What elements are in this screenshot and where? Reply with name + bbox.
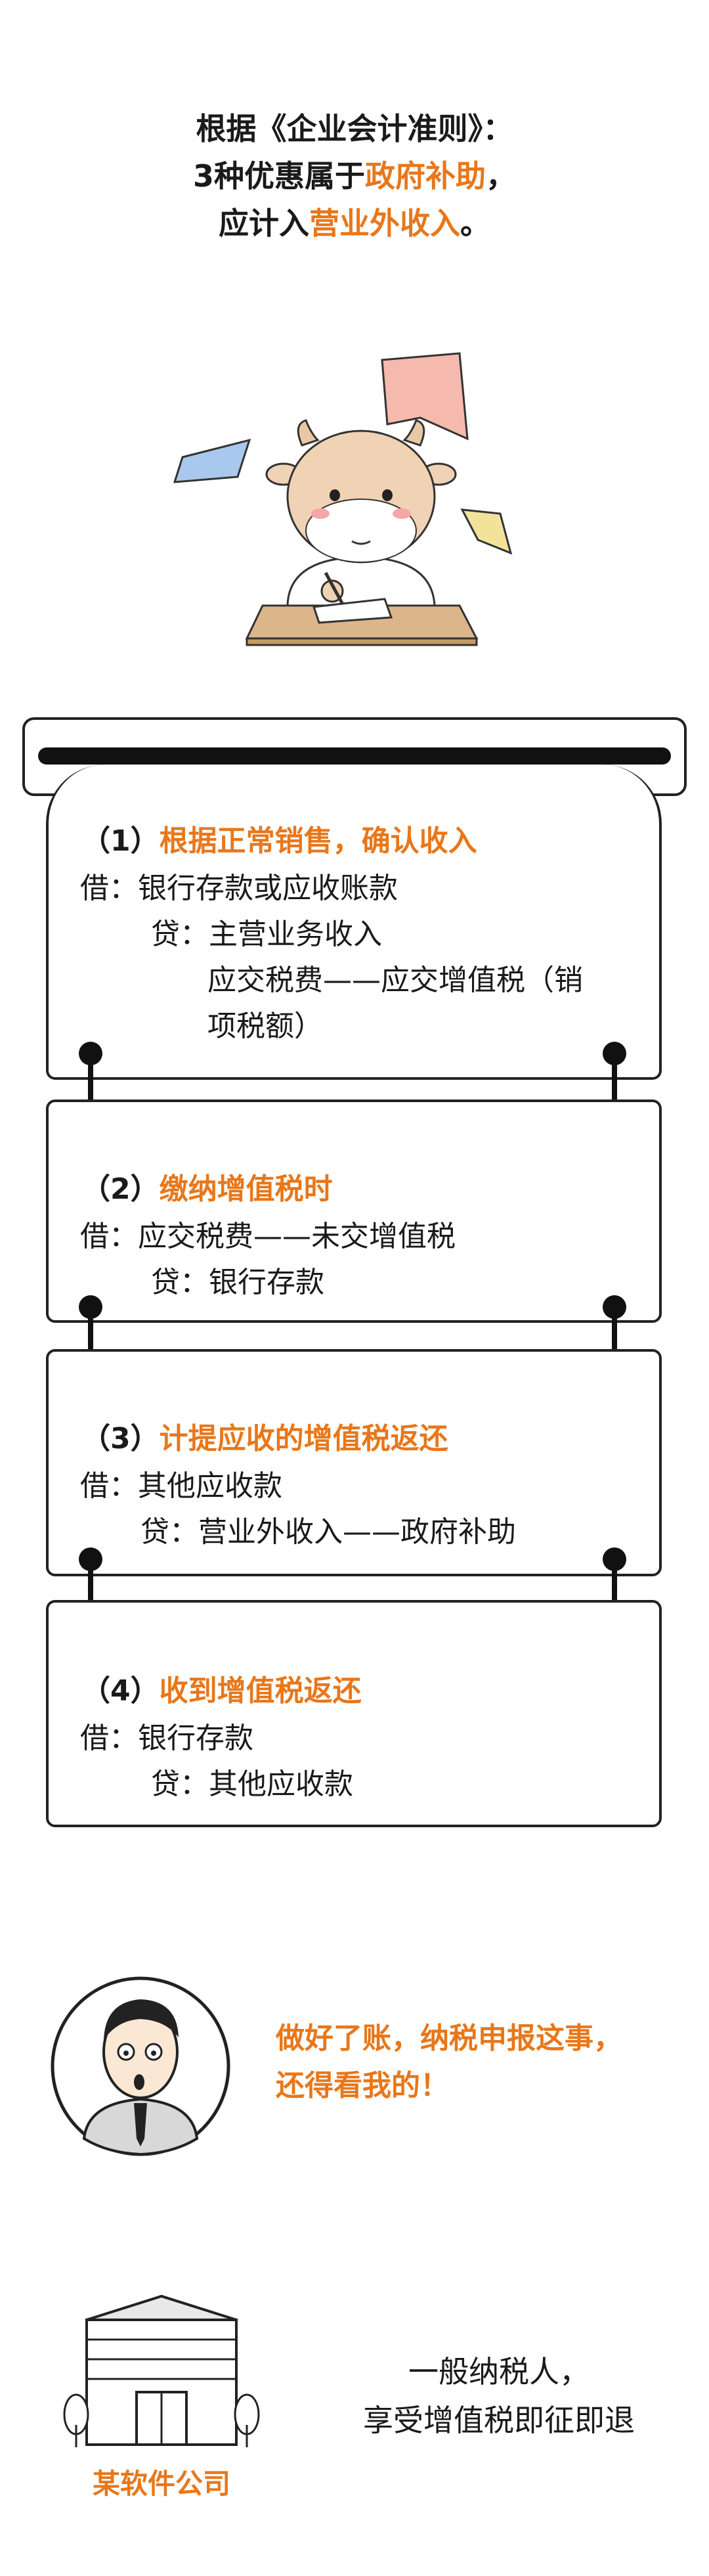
tax-advisor-avatar: [51, 1976, 230, 2156]
company-description: 一般纳税人， 享受增值税即征即退: [328, 2347, 670, 2445]
company-description-line-2: 享受增值税即征即退: [363, 2403, 635, 2438]
journal-entry-card-1: （1）根据正常销售，确认收入 借：银行存款或应收账款 贷：主营业务收入 应交税费…: [46, 765, 662, 1080]
entry-4-heading: （4）收到增值税返还: [81, 1674, 362, 1708]
entry-2-credit: 贷：银行存款: [151, 1266, 324, 1299]
entry-1-credit-tax: 应交税费——应交增值税（销: [207, 964, 583, 997]
journal-entry-card-2: （2）缴纳增值税时 借：应交税费——未交增值税 贷：银行存款: [46, 1099, 662, 1323]
company-description-line-1: 一般纳税人，: [408, 2354, 590, 2389]
entry-1-debit: 借：银行存款或应收账款: [80, 872, 398, 905]
connector-chain: [612, 1307, 617, 1375]
connector-chain: [612, 1054, 617, 1127]
intro-line-1: 根据《企业会计准则》：: [196, 111, 513, 146]
journal-entry-card-4: （4）收到增值税返还 借：银行存款 贷：其他应收款: [46, 1600, 662, 1827]
flying-invoice-icon: [173, 438, 251, 483]
entry-1-credit-tax-cont: 项税额）: [207, 1010, 323, 1043]
flying-paper-icon: [381, 352, 469, 441]
intro-line-2: 3种优惠属于政府补助，: [192, 158, 516, 194]
connector-chain: [88, 1054, 93, 1127]
connector-chain: [612, 1559, 617, 1628]
entry-3-debit: 借：其他应收款: [80, 1469, 282, 1503]
office-building-icon: [63, 2294, 260, 2447]
advisor-speech: 做好了账，纳税申报这事， 还得看我的！: [276, 2015, 622, 2110]
entry-2-heading: （2）缴纳增值税时: [81, 1172, 333, 1206]
intro-text: 根据《企业会计准则》： 3种优惠属于政府补助， 应计入营业外收入。: [0, 105, 709, 247]
printer-slot-opening: [38, 747, 671, 765]
connector-chain: [88, 1307, 93, 1375]
journal-entry-card-3: （3）计提应收的增值税返还 借：其他应收款 贷：营业外收入——政府补助: [46, 1349, 662, 1576]
entry-3-heading: （3）计提应收的增值税返还: [81, 1422, 448, 1455]
cow-accountant-illustration: [173, 352, 513, 646]
entry-2-debit: 借：应交税费——未交增值税: [80, 1220, 456, 1253]
connector-chain: [88, 1559, 93, 1628]
entry-3-credit: 贷：营业外收入——政府补助: [140, 1515, 516, 1549]
intro-line-3: 应计入营业外收入。: [219, 206, 490, 241]
company-label: 某软件公司: [92, 2468, 230, 2500]
entry-4-credit: 贷：其他应收款: [151, 1767, 353, 1801]
entry-1-credit: 贷：主营业务收入: [151, 918, 382, 951]
government-subsidy-highlight: 政府补助: [365, 158, 486, 194]
advisor-speech-line-1: 做好了账，纳税申报这事，: [276, 2022, 622, 2055]
advisor-speech-line-2: 还得看我的！: [276, 2069, 449, 2102]
non-operating-income-highlight: 营业外收入: [309, 206, 460, 241]
flying-note-icon: [460, 508, 513, 555]
entry-4-debit: 借：银行存款: [80, 1721, 253, 1755]
entry-1-heading: （1）根据正常销售，确认收入: [81, 824, 477, 858]
